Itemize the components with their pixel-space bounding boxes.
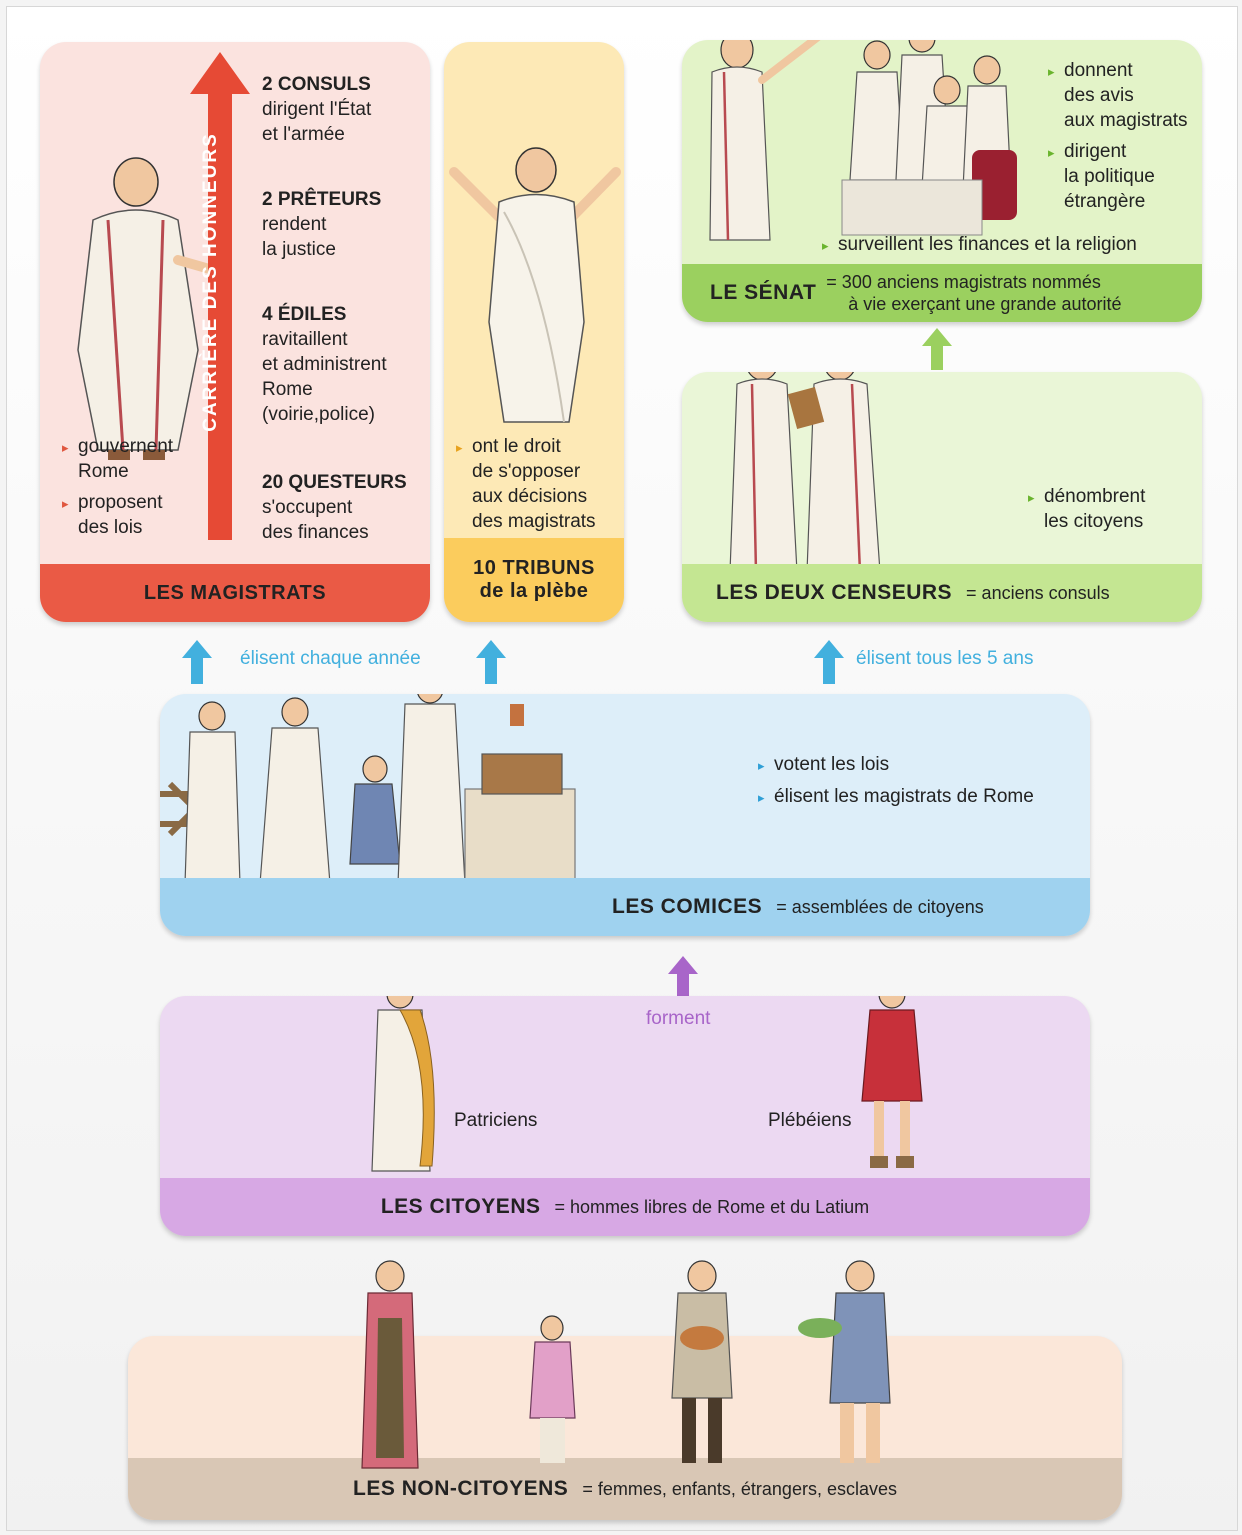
censeurs-panel: dénombrent les citoyens LES DEUX CENSEUR… bbox=[682, 372, 1202, 622]
tribuns-band: 10 TRIBUNS de la plèbe bbox=[444, 538, 624, 622]
senat-band-desc-line-1: = 300 anciens magistrats nommés bbox=[826, 272, 1101, 292]
comices-roles: votent les lois élisent les magistrats d… bbox=[758, 752, 1034, 810]
non-citoyens-band: LES NON-CITOYENS = femmes, enfants, étra… bbox=[128, 1458, 1122, 1520]
tribuns-role: ont le droit de s'opposer aux décisions … bbox=[456, 434, 596, 534]
censeurs-role-line-1: dénombrent bbox=[1044, 486, 1146, 507]
preteurs-block: 2 PRÊTEURS rendent la justice bbox=[262, 187, 381, 262]
tribuns-panel: ont le droit de s'opposer aux décisions … bbox=[444, 42, 624, 622]
comices-role-votent: votent les lois bbox=[758, 752, 1034, 778]
magistrats-panel: CARRIÈRE DES HONNEURS 2 CONSULS dirigent… bbox=[40, 42, 430, 622]
ediles-desc-3: Rome bbox=[262, 379, 313, 400]
tribuns-band-sub: de la plèbe bbox=[479, 580, 589, 602]
tribune-figure bbox=[449, 147, 621, 423]
magistrats-band-title: LES MAGISTRATS bbox=[143, 581, 327, 604]
consuls-desc-1: dirigent l'État bbox=[262, 99, 372, 120]
senat-band-title: LE SÉNAT bbox=[710, 281, 817, 304]
tribuns-role-bullet: ont le droit de s'opposer aux décisions … bbox=[456, 434, 596, 534]
ediles-desc-1: ravitaillent bbox=[262, 329, 348, 350]
senat-role-politique: dirigent la politique étrangère bbox=[1048, 139, 1188, 214]
role-proposent-line-2: des lois bbox=[78, 517, 143, 538]
senat-role-politique-line-3: étrangère bbox=[1064, 191, 1146, 212]
magistrats-roles: gouvernent Rome proposent des lois bbox=[62, 434, 173, 540]
role-proposent: proposent des lois bbox=[62, 490, 173, 540]
consuls-desc-2: et l'armée bbox=[262, 124, 345, 145]
senat-role-avis-line-1: donnent bbox=[1064, 60, 1133, 81]
tribuns-band-title: 10 TRIBUNS bbox=[473, 557, 595, 579]
senat-role-avis-line-3: aux magistrats bbox=[1064, 110, 1188, 131]
senat-role-politique-line-1: dirigent bbox=[1064, 141, 1127, 162]
elisent-5ans-label: élisent tous les 5 ans bbox=[856, 648, 1034, 669]
career-arrow bbox=[190, 52, 250, 540]
questeurs-desc-2: des finances bbox=[262, 522, 369, 543]
questeurs-title: 20 QUESTEURS bbox=[262, 472, 407, 493]
comices-band-desc: = assemblées de citoyens bbox=[776, 896, 984, 917]
tribuns-role-line-3: aux décisions bbox=[472, 486, 588, 507]
comices-panel: votent les lois élisent les magistrats d… bbox=[160, 694, 1090, 936]
preteurs-desc-2: la justice bbox=[262, 239, 336, 260]
forment-label: forment bbox=[646, 1008, 711, 1029]
censeurs-role-line-2: les citoyens bbox=[1044, 511, 1144, 532]
elisent-arrow-left bbox=[182, 640, 212, 684]
ediles-desc-2: et administrent bbox=[262, 354, 387, 375]
questeurs-desc-1: s'occupent bbox=[262, 497, 353, 518]
ediles-block: 4 ÉDILES ravitaillent et administrent Ro… bbox=[262, 302, 387, 427]
tribuns-role-line-1: ont le droit bbox=[472, 436, 561, 457]
tribuns-role-line-4: des magistrats bbox=[472, 511, 596, 532]
comices-role-elisent: élisent les magistrats de Rome bbox=[758, 784, 1034, 810]
citoyens-panel: forment Patriciens Plébéiens LES CITOYEN… bbox=[160, 996, 1090, 1236]
career-label: CARRIÈRE DES HONNEURS bbox=[200, 132, 221, 432]
non-citoyens-band-desc: = femmes, enfants, étrangers, esclaves bbox=[582, 1478, 897, 1499]
senat-band: LE SÉNAT = 300 anciens magistrats nommés… bbox=[682, 264, 1202, 322]
non-citoyens-panel: LES NON-CITOYENS = femmes, enfants, étra… bbox=[128, 1336, 1122, 1520]
senat-roles: donnent des avis aux magistrats dirigent… bbox=[1048, 58, 1188, 214]
magistrats-band: LES MAGISTRATS bbox=[40, 564, 430, 622]
patriciens-label: Patriciens bbox=[454, 1110, 538, 1131]
citoyens-band: LES CITOYENS = hommes libres de Rome et … bbox=[160, 1178, 1090, 1236]
censeurs-role: dénombrent les citoyens bbox=[1028, 484, 1145, 534]
senat-role-politique-line-2: la politique bbox=[1064, 166, 1155, 187]
senat-role-avis-line-2: des avis bbox=[1064, 85, 1134, 106]
consuls-block: 2 CONSULS dirigent l'État et l'armée bbox=[262, 72, 371, 147]
senators-figure bbox=[709, 40, 1017, 241]
elisent-annee-label: élisent chaque année bbox=[240, 648, 421, 669]
censeurs-band-desc: = anciens consuls bbox=[966, 582, 1110, 603]
non-citoyens-band-title: LES NON-CITOYENS bbox=[353, 1477, 569, 1500]
censors-figure bbox=[729, 372, 881, 573]
role-gouvernent: gouvernent Rome bbox=[62, 434, 173, 484]
non-citizens-figures bbox=[361, 1260, 891, 1469]
forment-arrow bbox=[668, 956, 698, 1000]
ediles-desc-4: (voirie,police) bbox=[262, 404, 375, 425]
recrutent-arrow bbox=[922, 328, 952, 370]
citoyens-band-title: LES CITOYENS bbox=[380, 1195, 541, 1218]
role-gouvernent-line-2: Rome bbox=[78, 461, 129, 482]
senat-band-desc-line-2: à vie exerçant une grande autorité bbox=[848, 294, 1122, 314]
comices-band-title: LES COMICES bbox=[612, 895, 763, 918]
elisent-arrow-right bbox=[814, 640, 844, 684]
censeurs-band-title: LES DEUX CENSEURS bbox=[716, 581, 953, 604]
consuls-title: 2 CONSULS bbox=[262, 74, 371, 95]
role-proposent-line-1: proposent bbox=[78, 492, 163, 513]
tribuns-role-line-2: de s'opposer bbox=[472, 461, 581, 482]
questeurs-block: 20 QUESTEURS s'occupent des finances bbox=[262, 470, 407, 545]
senat-panel: donnent des avis aux magistrats dirigent… bbox=[682, 40, 1202, 322]
role-gouvernent-line-1: gouvernent bbox=[78, 436, 174, 457]
elisent-arrow-middle bbox=[476, 640, 506, 684]
senat-band-desc: = 300 anciens magistrats nommés à vie ex… bbox=[826, 271, 1121, 315]
patrician-figure bbox=[371, 996, 435, 1172]
plebeian-figure bbox=[861, 996, 923, 1168]
censeurs-role-bullet: dénombrent les citoyens bbox=[1028, 484, 1145, 534]
citoyens-band-desc: = hommes libres de Rome et du Latium bbox=[554, 1196, 870, 1217]
comices-band: LES COMICES = assemblées de citoyens bbox=[160, 878, 1090, 936]
senat-role-finances: surveillent les finances et la religion bbox=[822, 232, 1202, 258]
preteurs-title: 2 PRÊTEURS bbox=[262, 189, 382, 210]
preteurs-desc-1: rendent bbox=[262, 214, 327, 235]
senat-role-avis: donnent des avis aux magistrats bbox=[1048, 58, 1188, 133]
ediles-title: 4 ÉDILES bbox=[262, 304, 347, 325]
plebeiens-label: Plébéiens bbox=[768, 1110, 852, 1131]
censeurs-band: LES DEUX CENSEURS = anciens consuls bbox=[682, 564, 1202, 622]
